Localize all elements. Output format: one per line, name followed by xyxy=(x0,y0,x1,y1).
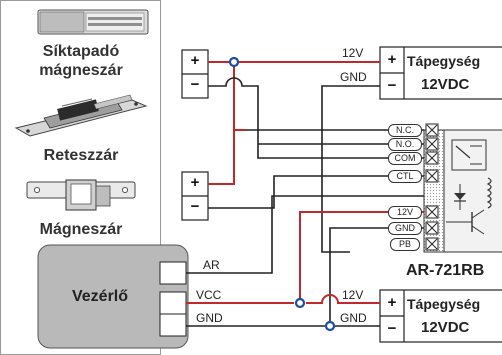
reader-pin-pb: PB xyxy=(390,238,420,251)
psu-top-voltage: 12VDC xyxy=(421,76,470,93)
wire-lock-top-minus xyxy=(208,77,424,159)
psu-top-minus: − xyxy=(387,77,397,94)
wire-label-ctrl-gnd: GND xyxy=(196,311,223,325)
wire-label-top-gnd: GND xyxy=(340,70,367,84)
surface-maglock-text: Síktapadó mágneszár xyxy=(39,43,123,79)
psu-top-plus: + xyxy=(387,51,397,68)
psu-bottom-title: Tápegység xyxy=(407,296,481,312)
controller-box xyxy=(37,244,189,349)
controller-terminal-gnd xyxy=(159,313,187,337)
mortise-lock-image xyxy=(14,94,148,137)
mortise-lock-label: Reteszzár xyxy=(43,147,119,164)
psu-top-title: Tápegység xyxy=(407,53,481,69)
junction-dot xyxy=(324,320,336,332)
reader-pin-com: COM xyxy=(388,152,422,165)
surface-maglock-label: Síktapadó mágneszár xyxy=(8,42,154,80)
magnetic-lock-image xyxy=(26,179,136,211)
reader-terminal-screws xyxy=(425,123,439,251)
psu-bottom-plus: + xyxy=(387,294,397,311)
lock-top-plus: + xyxy=(190,52,200,69)
wire-top-gnd xyxy=(321,85,380,253)
wire-label-vcc: VCC xyxy=(196,288,222,302)
lock-top-minus: − xyxy=(190,76,200,93)
psu-bottom-minus: − xyxy=(387,320,397,337)
controller-terminal-vcc xyxy=(159,291,187,315)
wire-ar-ctl xyxy=(186,195,424,274)
junction-dot xyxy=(228,56,240,68)
reader-label: AR-721RB xyxy=(406,262,485,279)
reader-pin-nc: N.C. xyxy=(388,124,422,137)
reader-pin-12v: 12V xyxy=(388,206,422,219)
controller-terminal-ar xyxy=(159,261,187,285)
psu-bottom-voltage: 12VDC xyxy=(421,319,470,336)
wire-label-ar: AR xyxy=(203,258,220,272)
wire-12v-lock-link xyxy=(208,62,235,185)
reader-pin-gnd: GND xyxy=(388,222,422,235)
wire-label-bottom-12v: 12V xyxy=(342,288,364,302)
wire-lock-bottom-minus xyxy=(208,175,424,209)
junction-dot xyxy=(294,297,306,309)
surface-maglock-image xyxy=(37,9,149,35)
wire-reader-12v xyxy=(299,211,424,303)
wire-label-top-12v: 12V xyxy=(342,46,364,60)
reader-pin-ctl: CTL xyxy=(388,170,422,183)
lock-bottom-minus: − xyxy=(190,198,200,215)
wire-label-bottom-gnd: GND xyxy=(340,311,367,325)
reader-pin-no: N.O. xyxy=(388,138,422,151)
wire-bottom-12v xyxy=(186,294,380,304)
magnetic-lock-label: Mágneszár xyxy=(39,221,123,238)
lock-bottom-plus: + xyxy=(190,174,200,191)
controller-label: Vezérlő xyxy=(71,288,129,305)
